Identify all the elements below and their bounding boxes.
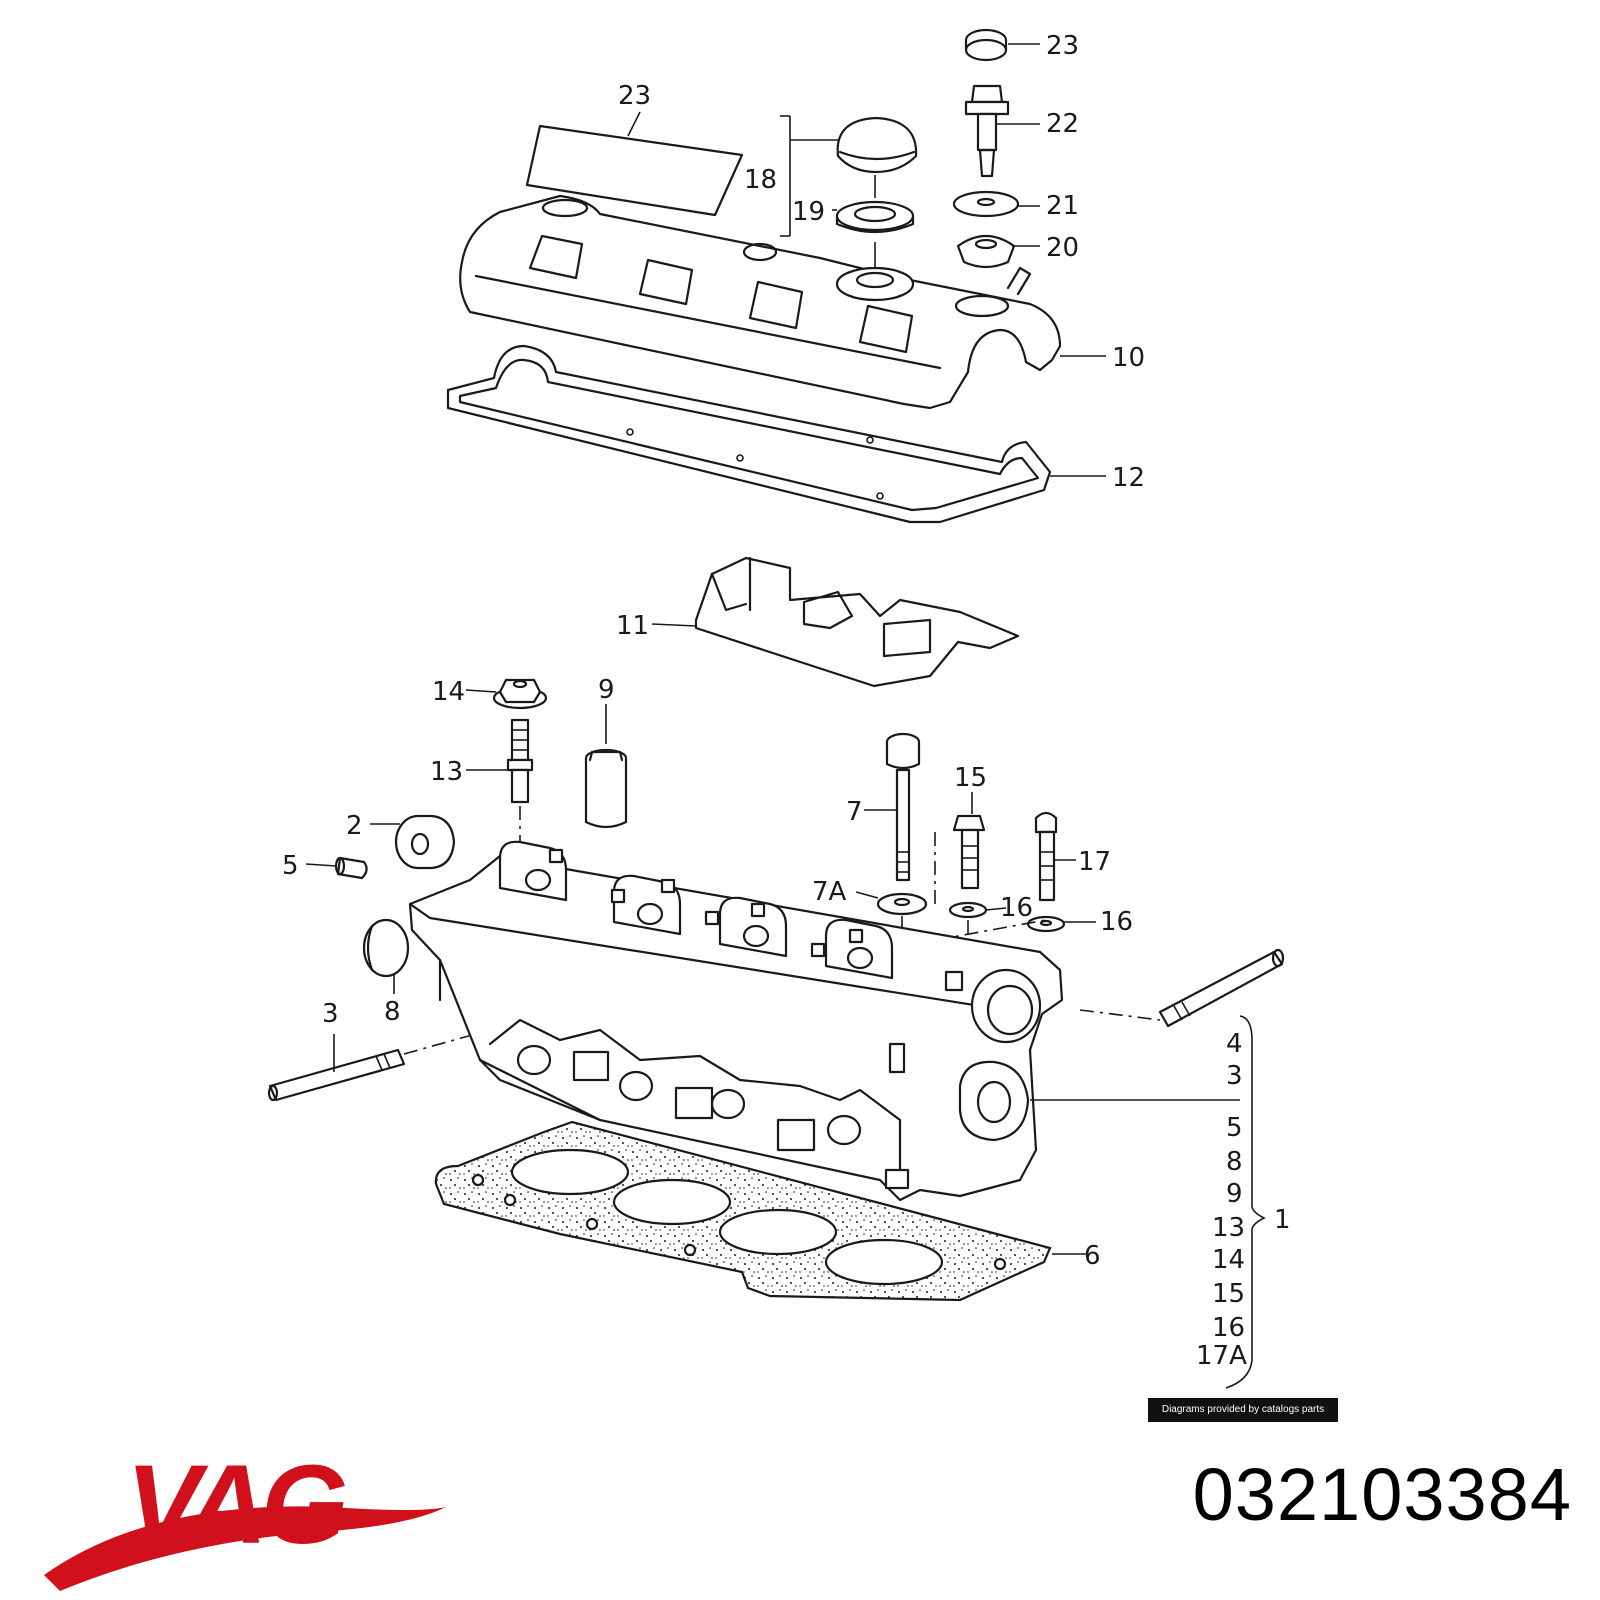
callout-21: 21 — [1046, 191, 1079, 221]
logo-swoosh — [44, 1506, 446, 1591]
part-14-nut — [465, 678, 548, 710]
callout-5: 5 — [282, 851, 299, 881]
vag-logo: VAG — [44, 1445, 446, 1591]
part-7-head-bolt — [864, 732, 921, 882]
callout-22: 22 — [1046, 109, 1079, 139]
part-8-plug — [362, 918, 410, 994]
callout-8: 8 — [384, 997, 401, 1027]
kit-item: 15 — [1212, 1279, 1245, 1309]
callout-1: 1 — [1274, 1205, 1291, 1235]
kit-item: 3 — [1226, 1061, 1243, 1091]
part-10-valve-cover — [459, 194, 1106, 410]
part-number: 032103384 — [1192, 1453, 1572, 1536]
callout-9: 9 — [598, 675, 615, 705]
part-4-stud-right — [1079, 948, 1285, 1028]
part-20-grommet — [956, 235, 1040, 269]
part-6-head-gasket — [434, 1120, 1086, 1302]
part-21-washer — [952, 190, 1040, 218]
callout-7: 7 — [846, 797, 863, 827]
callout-16b: 16 — [1100, 907, 1133, 937]
callout-3: 3 — [322, 999, 339, 1029]
callout-17: 17 — [1078, 847, 1111, 877]
kit-item: 16 — [1212, 1313, 1245, 1343]
cylinder-head — [408, 840, 1240, 1202]
part-13-stud — [466, 718, 534, 870]
diagram-credit: Diagrams provided by catalogs parts — [1148, 1398, 1338, 1422]
callout-23-label: 23 — [618, 81, 651, 111]
kit-item: 4 — [1226, 1029, 1243, 1059]
part-5-dowel — [305, 856, 368, 880]
callout-14: 14 — [432, 677, 465, 707]
part-11-baffle — [651, 556, 1020, 688]
kit-item: 8 — [1226, 1147, 1243, 1177]
part-7a-washer — [855, 832, 936, 980]
callout-2: 2 — [346, 811, 363, 841]
callout-12: 12 — [1112, 463, 1145, 493]
kit-item: 5 — [1226, 1113, 1243, 1143]
callout-15: 15 — [954, 763, 987, 793]
callout-18: 18 — [744, 165, 777, 195]
kit-brace — [1225, 1015, 1266, 1389]
part-2-roller — [370, 814, 456, 870]
part-23-cap — [964, 28, 1040, 62]
callout-10: 10 — [1112, 343, 1145, 373]
part-17-bolt — [935, 811, 1076, 941]
callout-13: 13 — [430, 757, 463, 787]
logo-text: VAG — [126, 1445, 345, 1567]
callout-11: 11 — [616, 611, 649, 641]
part-16-washer-b — [1026, 915, 1096, 933]
callout-16a: 16 — [1000, 893, 1033, 923]
part-22-bolt — [964, 84, 1040, 178]
callout-6: 6 — [1084, 1241, 1101, 1271]
kit-item: 13 — [1212, 1213, 1245, 1243]
part-18-oil-cap — [780, 115, 918, 237]
kit-item: 17A — [1196, 1341, 1247, 1371]
part-19-seal — [832, 200, 915, 268]
kit-item: 14 — [1212, 1245, 1245, 1275]
kit-item: 9 — [1226, 1179, 1243, 1209]
part-23-label — [525, 111, 744, 217]
callout-23-cap: 23 — [1046, 31, 1079, 61]
part-3-stud-left — [267, 1029, 491, 1102]
callout-7a: 7A — [812, 877, 847, 907]
callout-20: 20 — [1046, 233, 1079, 263]
callout-19: 19 — [792, 197, 825, 227]
part-15-bolt — [952, 792, 986, 890]
part-9-tappet — [584, 704, 628, 829]
part-12-cover-gasket — [446, 344, 1106, 524]
